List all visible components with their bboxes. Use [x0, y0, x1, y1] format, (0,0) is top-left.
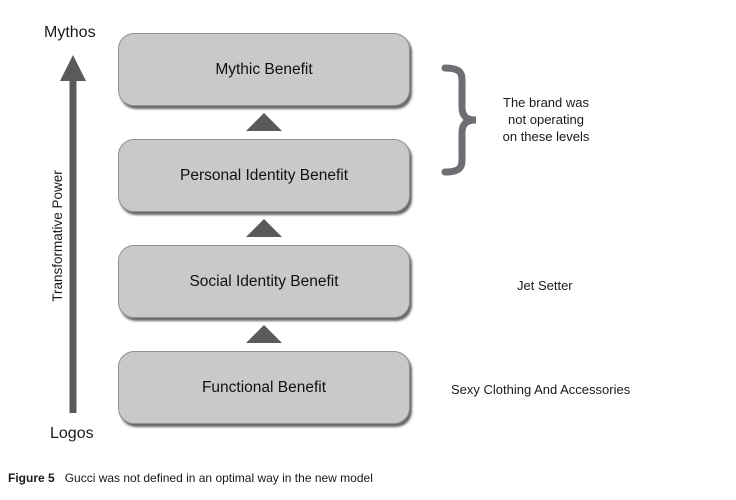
- axis-bottom-label: Logos: [50, 425, 94, 442]
- brace-note-line: not operating: [508, 112, 584, 127]
- transformative-power-arrow-icon: [60, 55, 86, 413]
- brace-note-line: The brand was: [503, 95, 589, 110]
- brace-note: The brand was not operating on these lev…: [482, 94, 610, 145]
- figure-caption-label: Figure 5: [8, 471, 55, 485]
- level-box-mythic: Mythic Benefit: [118, 33, 410, 106]
- axis-arrow-label: Transformative Power: [50, 170, 65, 302]
- functional-level-note: Sexy Clothing And Accessories: [451, 382, 631, 397]
- level-label: Functional Benefit: [201, 378, 327, 396]
- level-box-functional: Functional Benefit: [118, 351, 410, 424]
- axis-top-label: Mythos: [44, 24, 96, 41]
- level-label: Personal Identity Benefit: [179, 166, 349, 184]
- level-label: Social Identity Benefit: [189, 272, 339, 290]
- brace-note-line: on these levels: [502, 129, 590, 144]
- level-box-personal-identity: Personal Identity Benefit: [118, 139, 410, 212]
- figure-caption-text: Gucci was not defined in an optimal way …: [64, 471, 373, 485]
- curly-brace-icon: [441, 64, 477, 176]
- figure-caption: Figure 5 Gucci was not defined in an opti…: [8, 471, 373, 485]
- level-label: Mythic Benefit: [215, 60, 313, 78]
- up-arrow-icon: [246, 113, 282, 131]
- up-arrow-icon: [246, 325, 282, 343]
- up-arrow-icon: [246, 219, 282, 237]
- level-box-social-identity: Social Identity Benefit: [118, 245, 410, 318]
- social-level-note: Jet Setter: [517, 278, 573, 293]
